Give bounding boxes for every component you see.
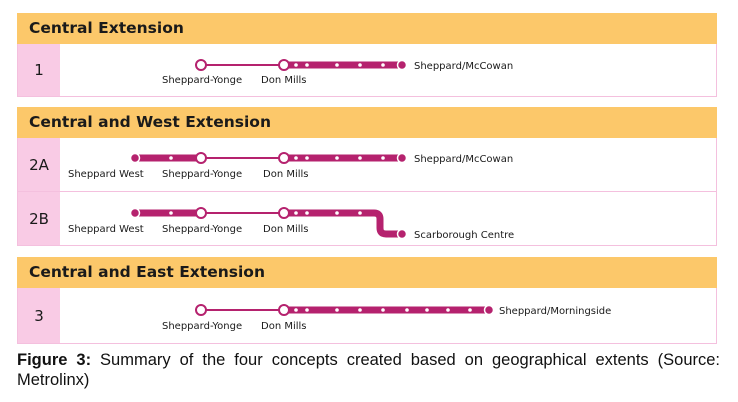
concept-number: 2A	[18, 138, 60, 191]
stop-dot	[294, 308, 298, 312]
stop-dot	[335, 63, 339, 67]
station-marker-don-mills	[278, 207, 290, 219]
station-marker-don-mills	[278, 304, 290, 316]
stop-dot	[335, 156, 339, 160]
stop-dot	[381, 63, 385, 67]
station-label: Sheppard/McCowan	[414, 61, 513, 72]
stop-dot	[381, 156, 385, 160]
station-label: Sheppard West	[68, 224, 144, 235]
station-label: Sheppard West	[68, 169, 144, 180]
section-header-central-east: Central and East Extension	[17, 257, 717, 288]
figure-caption: Figure 3: Summary of the four concepts c…	[17, 350, 720, 390]
station-marker-sheppard-yonge	[195, 152, 207, 164]
stop-dot	[294, 156, 298, 160]
station-label: Sheppard/McCowan	[414, 154, 513, 165]
section-header-central: Central Extension	[17, 13, 717, 44]
stop-dot	[468, 308, 472, 312]
route-diagram-1: Sheppard-Yonge Don Mills Sheppard/McCowa…	[162, 59, 513, 86]
stop-dot	[335, 308, 339, 312]
concept-number: 2B	[18, 192, 60, 245]
station-marker-sheppard-west	[129, 152, 141, 164]
station-marker-sheppard-west	[129, 207, 141, 219]
stop-dot	[294, 63, 298, 67]
stop-dot	[305, 211, 309, 215]
stop-dot	[305, 156, 309, 160]
caption-text: Summary of the four concepts created bas…	[17, 351, 720, 389]
caption-label: Figure 3:	[17, 351, 92, 369]
stop-dot	[294, 211, 298, 215]
concept-number: 3	[18, 288, 60, 343]
station-label: Sheppard-Yonge	[162, 169, 242, 180]
concept-row-3: 3 Sheppard-Yonge Don Mills Sheppard/Morn…	[17, 288, 717, 344]
stop-dot	[358, 211, 362, 215]
stop-dot	[446, 308, 450, 312]
stop-dot	[425, 308, 429, 312]
station-marker-sheppard-yonge	[195, 304, 207, 316]
station-label: Sheppard-Yonge	[162, 224, 242, 235]
concept-row-2b: 2B Sheppard West Sheppard-Yonge Don Mill…	[17, 192, 717, 246]
concept-number: 1	[18, 44, 60, 96]
concept-row-1: 1 Sheppard-Yonge Don Mills Sheppard/McCo…	[17, 44, 717, 97]
stop-dot	[305, 63, 309, 67]
route-diagram-2a: Sheppard West Sheppard-Yonge Don Mills S…	[68, 152, 513, 180]
station-marker-terminus	[483, 304, 495, 316]
station-marker-terminus	[396, 228, 408, 240]
extension-line	[284, 209, 402, 238]
stop-dot	[405, 308, 409, 312]
station-label: Sheppard-Yonge	[162, 75, 242, 86]
route-diagram-2b: Sheppard West Sheppard-Yonge Don Mills S…	[68, 207, 514, 241]
station-label: Sheppard-Yonge	[162, 321, 242, 332]
stop-dot	[305, 308, 309, 312]
station-label: Scarborough Centre	[414, 230, 514, 241]
station-label: Don Mills	[263, 169, 309, 180]
station-label: Don Mills	[261, 75, 307, 86]
stop-dot	[358, 308, 362, 312]
station-marker-terminus	[396, 59, 408, 71]
station-marker-sheppard-yonge	[195, 59, 207, 71]
stop-dot	[169, 211, 173, 215]
station-label: Sheppard/Morningside	[499, 306, 611, 317]
station-marker-don-mills	[278, 152, 290, 164]
route-diagram-3: Sheppard-Yonge Don Mills Sheppard/Mornin…	[162, 304, 611, 332]
station-label: Don Mills	[261, 321, 307, 332]
stop-dot	[381, 308, 385, 312]
station-label: Don Mills	[263, 224, 309, 235]
stop-dot	[358, 156, 362, 160]
station-marker-terminus	[396, 152, 408, 164]
stop-dot	[169, 156, 173, 160]
stop-dot	[335, 211, 339, 215]
station-marker-don-mills	[278, 59, 290, 71]
stop-dot	[358, 63, 362, 67]
concept-row-2a: 2A Sheppard West Sheppard-Yonge Don Mill…	[17, 138, 717, 192]
station-marker-sheppard-yonge	[195, 207, 207, 219]
section-header-central-west: Central and West Extension	[17, 107, 717, 138]
